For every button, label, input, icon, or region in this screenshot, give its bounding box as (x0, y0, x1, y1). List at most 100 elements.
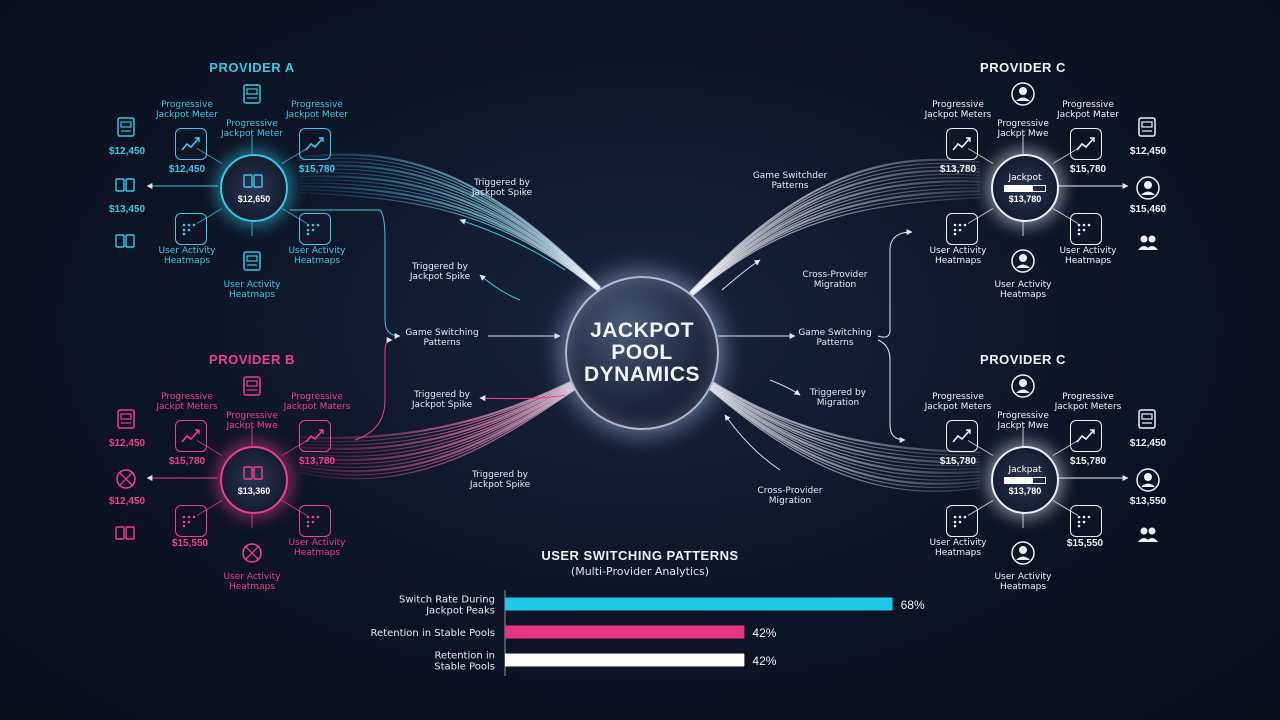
lower-left-heatmap-c2[interactable] (946, 505, 978, 537)
hub-c2[interactable]: Jackpat$13,780 (991, 446, 1059, 514)
user-icon (1011, 374, 1035, 398)
flow-ribbon-provider-c-bottom (689, 367, 981, 457)
top-icon-c2[interactable] (1008, 371, 1038, 401)
bottom-label-a-line1: User Activity (223, 280, 281, 290)
hub-value-c1: $13,780 (1008, 193, 1042, 204)
spoke-a-3 (196, 208, 223, 224)
hub-b[interactable]: $13,360 (220, 446, 288, 514)
dots-icon (953, 223, 967, 236)
upper-left-value-b: $15,780 (168, 456, 206, 467)
flow-label-b_mid-line2: Jackpot Spike (411, 400, 473, 410)
meter-icon (952, 429, 971, 443)
upper-left-label-c2-line2: Jackpot Meters (924, 402, 992, 412)
upper-left-meter-b[interactable] (175, 420, 207, 452)
top-label-c1-line2: Jackpt Mwe (997, 129, 1049, 139)
lower-left-heatmap-a[interactable] (175, 213, 207, 245)
lower-right-heatmap-c2[interactable] (1070, 505, 1102, 537)
flow-label-c1_top-line2: Patterns (771, 181, 809, 191)
spoke-a-2 (281, 148, 308, 164)
top-icon-b[interactable] (237, 371, 267, 401)
hub-bar-c1 (1004, 184, 1046, 192)
upper-right-value-b: $13,780 (298, 456, 336, 467)
lower-left-label-a-line1: User Activity (158, 246, 216, 256)
lower-right-label-c1-line1: User Activity (1059, 246, 1117, 256)
hub-c1[interactable]: Jackpot$13,780 (991, 154, 1059, 222)
bottom-label-c1-line2: Heatmaps (999, 290, 1047, 300)
lower-left-heatmap-c1[interactable] (946, 213, 978, 245)
side-icon-3-c1 (1136, 232, 1160, 256)
spoke-c1-4 (1052, 208, 1079, 224)
slot-icon (117, 117, 135, 137)
upper-left-meter-c2[interactable] (946, 420, 978, 452)
side-icon-2-a (115, 176, 137, 198)
upper-right-meter-c1[interactable] (1070, 128, 1102, 160)
upper-left-value-c2: $15,780 (939, 456, 977, 467)
lower-left-heatmap-b[interactable] (175, 505, 207, 537)
meter-icon (305, 429, 324, 443)
bottom-icon-a[interactable] (237, 246, 267, 276)
upper-left-meter-a[interactable] (175, 128, 207, 160)
upper-right-meter-b[interactable] (299, 420, 331, 452)
upper-right-label-c1-line2: Jackpot Mater (1057, 110, 1119, 120)
slot-icon (1138, 409, 1156, 429)
bottom-icon-c1[interactable] (1008, 246, 1038, 276)
spoke-c1-1 (967, 148, 994, 164)
side-icon-1-c2 (1136, 408, 1158, 434)
bar-label-0-0: Switch Rate During (399, 595, 495, 606)
dots-icon (306, 223, 320, 236)
upper-right-meter-c2[interactable] (1070, 420, 1102, 452)
bottom-icon-b[interactable] (237, 538, 267, 568)
lower-right-heatmap-b[interactable] (299, 505, 331, 537)
side-icon-2-c2 (1136, 468, 1160, 496)
top-icon-c1[interactable] (1008, 79, 1038, 109)
arrow-c2-mid (769, 379, 801, 396)
upper-left-label-a-line2: Jackpot Meter (155, 110, 218, 120)
user-icon (1136, 176, 1160, 200)
chart-subtitle: (Multi-Provider Analytics) (570, 565, 710, 578)
dots-icon (953, 515, 967, 528)
flow-label-left_switch-line1: Game Switching (405, 328, 479, 338)
top-icon-a[interactable] (237, 79, 267, 109)
flow-ribbon-provider-a (299, 168, 601, 290)
provider-title-a: PROVIDER A (209, 60, 295, 75)
flow-ribbon-provider-b (299, 369, 601, 462)
hub-a[interactable]: $12,650 (220, 154, 288, 222)
bar-2 (505, 653, 745, 667)
arrow-c2-bottom (724, 414, 781, 471)
lower-right-heatmap-c1[interactable] (1070, 213, 1102, 245)
flow-label-c1_mid-line1: Cross-Provider (802, 270, 868, 280)
wheel-icon (116, 469, 136, 489)
upper-left-meter-c1[interactable] (946, 128, 978, 160)
slot-icon-b (243, 464, 265, 486)
lower-right-heatmap-a[interactable] (299, 213, 331, 245)
meter-icon (305, 137, 324, 151)
lower-left-label-a-line2: Heatmaps (163, 256, 211, 266)
upper-right-meter-a[interactable] (299, 128, 331, 160)
upper-left-label-a-line1: Progressive (161, 100, 213, 110)
connector-b-to-switch (354, 337, 393, 441)
bar-label-2-1: Stable Pools (434, 662, 495, 673)
bottom-icon-c2[interactable] (1008, 538, 1038, 568)
flow-ribbon-provider-c-bottom (689, 370, 981, 478)
hub-value-a: $12,650 (237, 194, 271, 204)
cards-icon (115, 178, 135, 192)
